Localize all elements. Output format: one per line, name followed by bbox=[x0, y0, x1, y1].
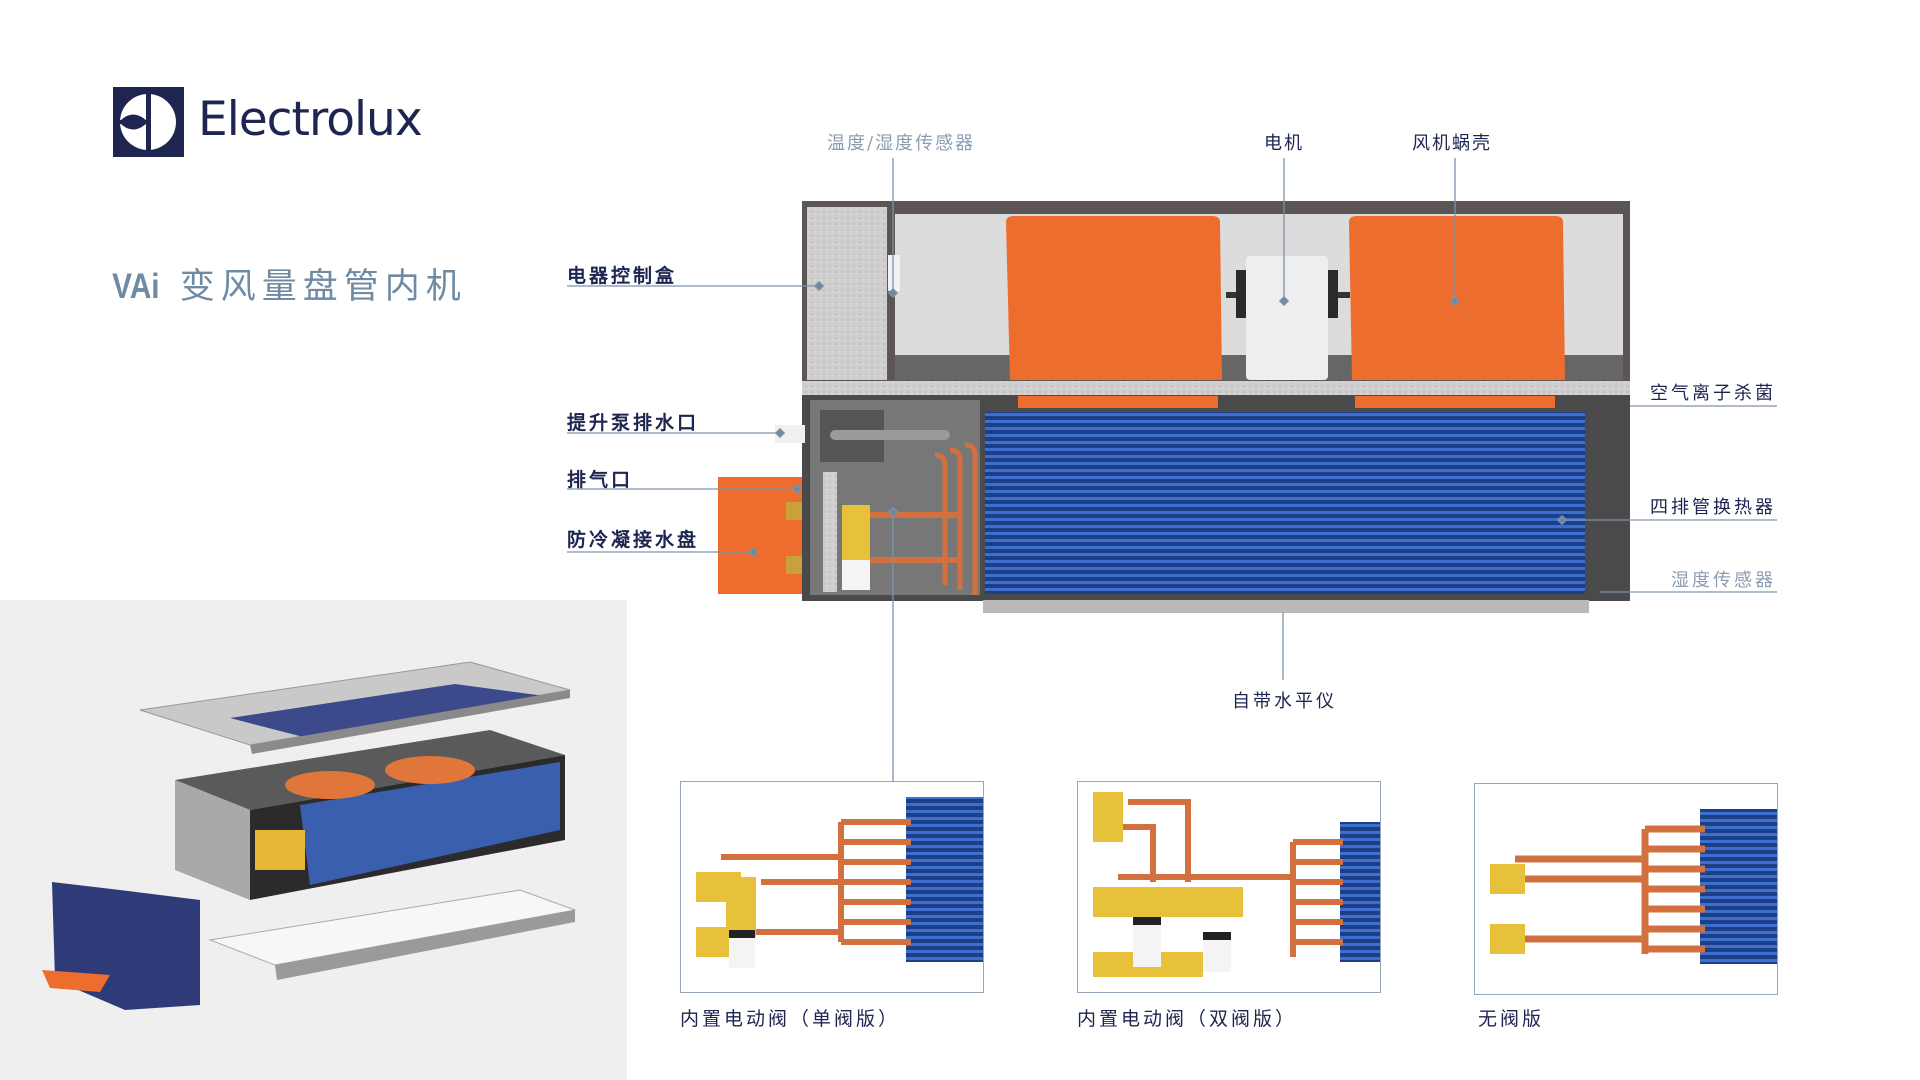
exploded-view-panel bbox=[0, 600, 627, 1080]
caption-dual-valve: 内置电动阀（双阀版） bbox=[1077, 1008, 1298, 1030]
label-condensate-tray: 防冷凝接水盘 bbox=[567, 529, 700, 551]
level-tray bbox=[983, 600, 1589, 613]
brand-name: Electrolux bbox=[198, 92, 423, 147]
leader-lines bbox=[567, 158, 1777, 781]
pump-drain-outlet bbox=[775, 425, 805, 443]
page-title: VAi 变风量盘管内机 bbox=[108, 258, 467, 309]
drip-tray bbox=[208, 889, 577, 980]
caption-no-valve: 无阀版 bbox=[1478, 1008, 1545, 1030]
label-control-box: 电器控制盒 bbox=[567, 265, 678, 287]
label-ion-sterilization: 空气离子杀菌 bbox=[1650, 383, 1776, 404]
motor bbox=[1246, 256, 1328, 380]
fan-volute-right bbox=[1349, 216, 1565, 380]
no-valve-illustration bbox=[1490, 809, 1777, 964]
fan-volute-left bbox=[1006, 216, 1222, 380]
variant-no-valve-image bbox=[1474, 783, 1778, 995]
condensate-tray-illustration bbox=[718, 477, 802, 594]
exploded-view-illustration bbox=[42, 661, 577, 1010]
label-heat-exchanger: 四排管换热器 bbox=[1650, 497, 1776, 518]
lower-housing bbox=[775, 395, 1630, 601]
caption-single-valve: 内置电动阀（单阀版） bbox=[680, 1008, 901, 1030]
valve-body bbox=[842, 505, 870, 560]
label-air-vent: 排气口 bbox=[567, 469, 634, 491]
single-valve-illustration bbox=[696, 797, 983, 968]
upper-housing bbox=[802, 201, 1630, 381]
control-box bbox=[807, 207, 887, 380]
variant-single-valve-image bbox=[680, 781, 984, 993]
label-humidity-sensor: 湿度传感器 bbox=[1671, 570, 1776, 591]
side-panel bbox=[42, 882, 200, 1010]
label-fan-volute: 风机蜗壳 bbox=[1412, 133, 1492, 154]
model-code: VAi bbox=[112, 267, 160, 306]
label-temp-humidity-sensor: 温度/湿度传感器 bbox=[827, 133, 976, 154]
divider-plate bbox=[802, 381, 1630, 395]
electrolux-logo-mark bbox=[113, 87, 184, 157]
label-pump-drain: 提升泵排水口 bbox=[567, 412, 700, 434]
label-motor: 电机 bbox=[1264, 133, 1304, 154]
dual-valve-illustration bbox=[1093, 792, 1380, 977]
label-level-gauge: 自带水平仪 bbox=[1232, 691, 1337, 712]
top-cover bbox=[139, 661, 571, 754]
heat-exchanger-coil bbox=[985, 412, 1585, 594]
unit-body bbox=[175, 730, 565, 900]
variant-dual-valve-image bbox=[1077, 781, 1381, 993]
electrolux-logo-icon bbox=[118, 92, 176, 152]
product-name: 变风量盘管内机 bbox=[179, 267, 467, 307]
